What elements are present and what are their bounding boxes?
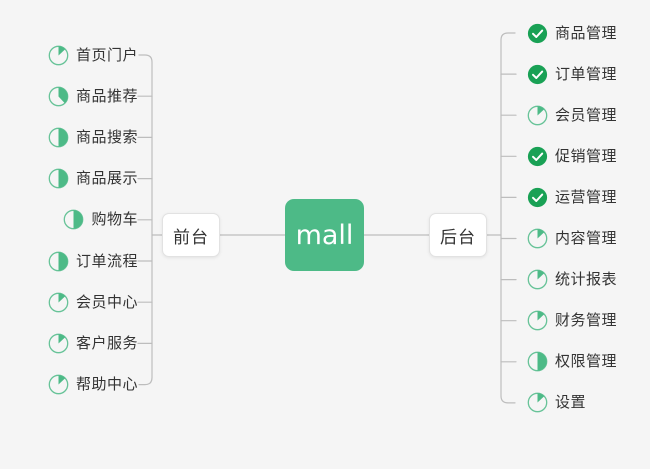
leaf-backend-财务管理[interactable]: 财务管理 xyxy=(527,306,617,336)
leaf-label: 订单管理 xyxy=(555,64,618,83)
leaf-frontend-订单流程[interactable]: 订单流程 xyxy=(48,246,138,276)
pie-progress-icon xyxy=(527,269,548,290)
leaf-frontend-商品推荐[interactable]: 商品推荐 xyxy=(48,81,138,111)
leaf-backend-订单管理[interactable]: 订单管理 xyxy=(527,59,617,89)
leaf-backend-设置[interactable]: 设置 xyxy=(527,388,586,418)
leaf-label: 客户服务 xyxy=(75,333,138,352)
check-circle-icon xyxy=(527,146,548,167)
pie-progress-icon xyxy=(527,392,548,413)
pie-progress-icon xyxy=(48,127,69,148)
pie-progress-icon xyxy=(527,310,548,331)
leaf-frontend-帮助中心[interactable]: 帮助中心 xyxy=(48,370,138,400)
leaf-frontend-商品展示[interactable]: 商品展示 xyxy=(48,164,138,194)
leaf-backend-运营管理[interactable]: 运营管理 xyxy=(527,182,617,212)
leaf-frontend-购物车[interactable]: 购物车 xyxy=(63,205,138,235)
check-circle-icon xyxy=(527,187,548,208)
leaf-label: 统计报表 xyxy=(555,270,618,289)
leaf-label: 商品展示 xyxy=(75,169,138,188)
leaf-backend-统计报表[interactable]: 统计报表 xyxy=(527,265,617,295)
leaf-label: 会员中心 xyxy=(75,292,138,311)
leaf-backend-内容管理[interactable]: 内容管理 xyxy=(527,224,617,254)
pie-progress-icon xyxy=(48,333,69,354)
leaf-label: 帮助中心 xyxy=(75,375,138,394)
leaf-frontend-商品搜索[interactable]: 商品搜索 xyxy=(48,122,138,152)
leaf-label: 订单流程 xyxy=(75,251,138,270)
leaf-label: 财务管理 xyxy=(555,311,618,330)
leaf-label: 购物车 xyxy=(91,210,138,229)
pie-progress-icon xyxy=(527,105,548,126)
check-circle-icon xyxy=(527,23,548,44)
branch-node-frontend[interactable]: 前台 xyxy=(162,213,220,257)
center-node-mall[interactable]: mall xyxy=(285,199,364,271)
branch-node-backend[interactable]: 后台 xyxy=(429,213,487,257)
center-node-label: mall xyxy=(295,219,354,251)
pie-progress-icon xyxy=(527,351,548,372)
leaf-label: 商品推荐 xyxy=(75,86,138,105)
leaf-label: 促销管理 xyxy=(555,146,618,165)
check-circle-icon xyxy=(527,64,548,85)
leaf-frontend-客户服务[interactable]: 客户服务 xyxy=(48,328,138,358)
leaf-label: 设置 xyxy=(555,393,587,412)
leaf-label: 会员管理 xyxy=(555,105,618,124)
pie-progress-icon xyxy=(48,45,69,66)
leaf-frontend-会员中心[interactable]: 会员中心 xyxy=(48,287,138,317)
pie-progress-icon xyxy=(48,86,69,107)
leaf-label: 运营管理 xyxy=(555,187,618,206)
leaf-label: 内容管理 xyxy=(555,229,618,247)
pie-progress-icon xyxy=(48,374,69,395)
branch-node-backend-label: 后台 xyxy=(440,227,476,248)
pie-progress-icon xyxy=(48,292,69,313)
leaf-label: 权限管理 xyxy=(555,352,618,371)
pie-progress-icon xyxy=(48,251,69,272)
leaf-frontend-首页门户[interactable]: 首页门户 xyxy=(48,40,138,70)
leaf-backend-商品管理[interactable]: 商品管理 xyxy=(527,18,617,48)
branch-node-frontend-label: 前台 xyxy=(173,227,209,248)
pie-progress-icon xyxy=(63,209,84,230)
leaf-backend-促销管理[interactable]: 促销管理 xyxy=(527,141,617,171)
leaf-label: 商品管理 xyxy=(555,23,618,42)
leaf-backend-会员管理[interactable]: 会员管理 xyxy=(527,100,617,130)
pie-progress-icon xyxy=(48,168,69,189)
leaf-label: 首页门户 xyxy=(75,45,138,64)
leaf-backend-权限管理[interactable]: 权限管理 xyxy=(527,347,617,377)
leaf-label: 商品搜索 xyxy=(75,127,138,146)
pie-progress-icon xyxy=(527,228,548,249)
